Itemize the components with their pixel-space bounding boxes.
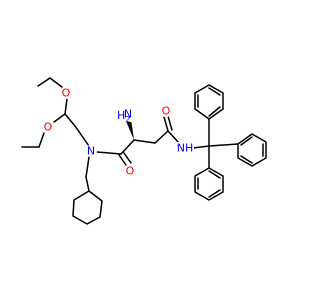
phenyl-ring-right [237, 133, 267, 167]
bond [85, 176, 90, 192]
bond [133, 139, 156, 144]
stereo-wedge [126, 119, 134, 140]
bond [192, 145, 210, 149]
svg-text:NH: NH [177, 142, 194, 155]
svg-text:O: O [162, 105, 171, 118]
phenyl-ring-top [194, 84, 224, 120]
bond [120, 139, 135, 155]
bond [123, 152, 132, 164]
bond [154, 130, 169, 144]
bond [85, 156, 90, 178]
bond [163, 116, 169, 132]
bond [37, 77, 51, 87]
svg-text:N: N [87, 145, 95, 158]
bond [167, 115, 173, 131]
atom-nh2: H2 N [115, 108, 132, 124]
bonds [21, 77, 239, 225]
svg-text:O: O [44, 121, 53, 134]
bond [64, 98, 68, 115]
atom-n-amide-left: N [85, 145, 97, 158]
cyclohexane-ring [72, 190, 103, 225]
svg-text:O: O [62, 87, 71, 100]
molecule-structure: O O N O H2 N O NH [21, 77, 267, 225]
bond [208, 143, 239, 147]
bond [38, 132, 45, 148]
atom-o-carbonyl-left: O [124, 165, 136, 178]
svg-text:N: N [124, 108, 132, 121]
bond [167, 130, 180, 144]
svg-text:H2: H2 [117, 109, 130, 124]
atom-o-ether-bottom: O [42, 121, 54, 134]
phenyl-ring-bottom [194, 167, 224, 201]
svg-text:O: O [126, 165, 135, 178]
bond [49, 77, 63, 88]
bond [118, 154, 127, 166]
bond [96, 151, 122, 155]
bond [53, 113, 66, 123]
bond [64, 113, 76, 127]
atom-o-ether-top: O [60, 87, 72, 100]
atom-nh-amide-right: NH [176, 142, 194, 155]
bond [74, 125, 90, 147]
atom-o-carbonyl-right: O [160, 105, 172, 118]
